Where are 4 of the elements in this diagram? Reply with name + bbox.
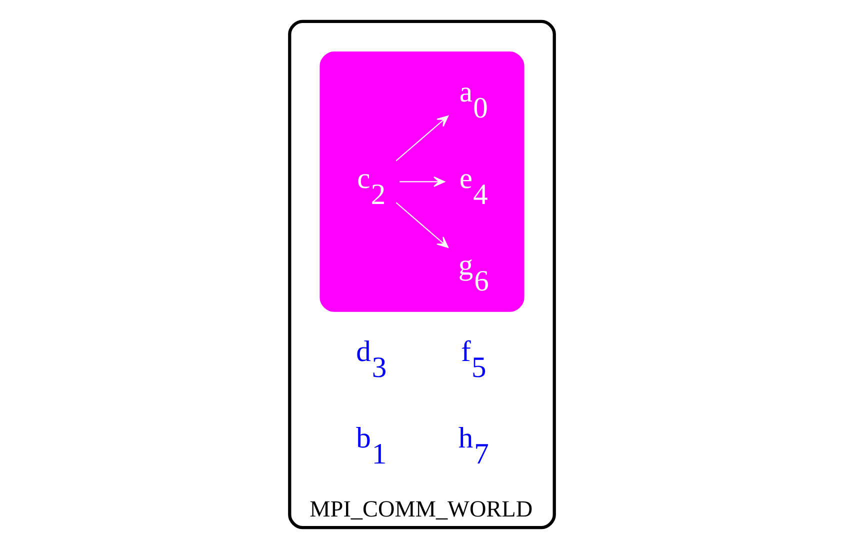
cluster xyxy=(320,51,524,312)
arrow xyxy=(400,176,446,187)
arrow xyxy=(396,115,449,162)
arrow xyxy=(396,202,449,248)
